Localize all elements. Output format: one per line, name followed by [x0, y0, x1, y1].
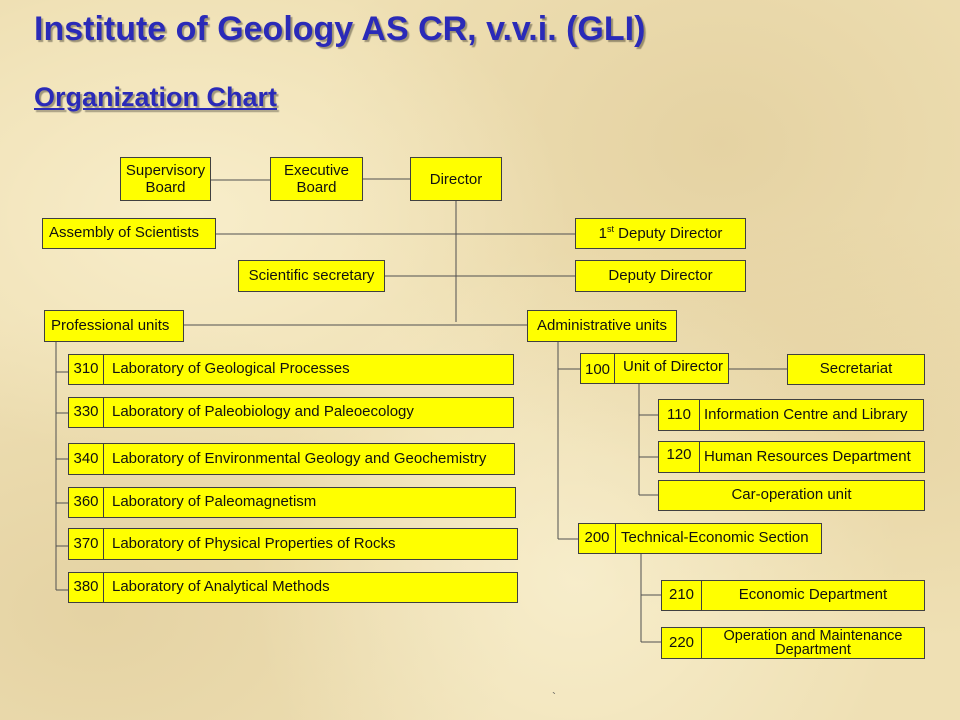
- supervisory-board-box: Supervisory Board: [120, 157, 211, 201]
- operation-maintenance-box: 220 Operation and Maintenance Department: [661, 627, 925, 659]
- technical-economic-section-box: 200 Technical-Economic Section: [578, 523, 822, 554]
- economic-department-box: 210 Economic Department: [661, 580, 925, 611]
- unit-name: Economic Department: [738, 586, 888, 604]
- unit-code: 220: [662, 628, 702, 658]
- unit-name: Unit of Director: [623, 358, 724, 375]
- unit-of-director-box: 100 Unit of Director: [580, 353, 729, 384]
- administrative-units-box: Administrative units: [527, 310, 677, 342]
- lab-name: Laboratory of Physical Properties of Roc…: [112, 534, 396, 552]
- first-deputy-director-label: 1st Deputy Director: [598, 223, 723, 242]
- lab-code: 360: [69, 488, 104, 517]
- lab-code: 340: [69, 444, 104, 474]
- lab-380-box: 380 Laboratory of Analytical Methods: [68, 572, 518, 603]
- human-resources-box: 120 Human Resources Department: [658, 441, 925, 473]
- director-label: Director: [429, 171, 483, 188]
- lab-310-box: 310 Laboratory of Geological Processes: [68, 354, 514, 385]
- unit-name: Information Centre and Library: [704, 405, 908, 423]
- lab-370-box: 370 Laboratory of Physical Properties of…: [68, 528, 518, 560]
- car-operation-label: Car-operation unit: [731, 486, 852, 504]
- lab-360-box: 360 Laboratory of Paleomagnetism: [68, 487, 516, 518]
- lab-code: 330: [69, 398, 104, 427]
- unit-code: 120: [659, 442, 700, 472]
- page-title: Institute of Geology AS CR, v.v.i. (GLI): [34, 10, 646, 48]
- unit-name: Human Resources Department: [704, 447, 911, 465]
- secretariat-label: Secretariat: [819, 360, 893, 378]
- deputy-director-label: Deputy Director: [608, 266, 713, 284]
- first-deputy-director-box: 1st Deputy Director: [575, 218, 746, 249]
- executive-board-label: Executive Board: [283, 161, 350, 196]
- director-box: Director: [410, 157, 502, 201]
- lab-code: 370: [69, 529, 104, 559]
- lab-code: 380: [69, 573, 104, 602]
- lab-330-box: 330 Laboratory of Paleobiology and Paleo…: [68, 397, 514, 428]
- info-centre-library-box: 110 Information Centre and Library: [658, 399, 924, 431]
- unit-code: 100: [581, 354, 615, 383]
- professional-units-box: Professional units: [44, 310, 184, 342]
- lab-name: Laboratory of Geological Processes: [112, 360, 350, 378]
- unit-code: 210: [662, 581, 702, 610]
- lab-name: Laboratory of Analytical Methods: [112, 578, 330, 596]
- unit-code: 200: [579, 524, 616, 553]
- lab-name: Laboratory of Paleobiology and Paleoecol…: [112, 403, 414, 421]
- unit-code: 110: [659, 400, 700, 430]
- lab-name: Laboratory of Environmental Geology and …: [112, 449, 487, 467]
- deputy-director-box: Deputy Director: [575, 260, 746, 292]
- lab-code: 310: [69, 355, 104, 384]
- chart-subtitle: Organization Chart: [34, 82, 278, 112]
- unit-name: Technical-Economic Section: [621, 529, 809, 547]
- administrative-units-label: Administrative units: [536, 316, 668, 334]
- scientific-secretary-box: Scientific secretary: [238, 260, 385, 292]
- assembly-of-scientists-box: Assembly of Scientists: [42, 218, 216, 249]
- professional-units-label: Professional units: [51, 316, 170, 334]
- car-operation-box: Car-operation unit: [658, 480, 925, 511]
- lab-340-box: 340 Laboratory of Environmental Geology …: [68, 443, 515, 475]
- lab-name: Laboratory of Paleomagnetism: [112, 493, 317, 511]
- scientific-secretary-label: Scientific secretary: [248, 266, 375, 284]
- unit-name: Operation and Maintenance Department: [723, 627, 903, 658]
- supervisory-board-label: Supervisory Board: [125, 161, 206, 196]
- secretariat-box: Secretariat: [787, 354, 925, 385]
- stray-mark: `: [552, 690, 556, 704]
- executive-board-box: Executive Board: [270, 157, 363, 201]
- assembly-of-scientists-label: Assembly of Scientists: [49, 224, 200, 242]
